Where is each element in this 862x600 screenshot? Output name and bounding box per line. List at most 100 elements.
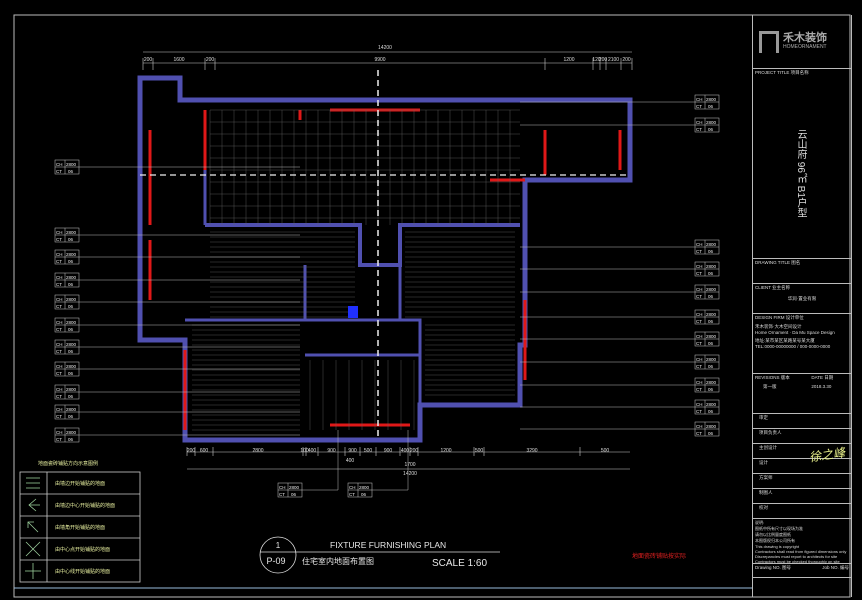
approval-label: 方案师 (759, 475, 773, 480)
top-dim-label: 200 (622, 57, 631, 63)
bottom-sub-dim: 400 (346, 458, 355, 464)
tag-ct-label: CT (56, 304, 62, 309)
tag-ct-value: 06 (68, 327, 74, 332)
top-dim-label: 1200 (563, 57, 574, 63)
x-cross-icon (25, 541, 41, 557)
tag-ct-value: 06 (708, 364, 714, 369)
tag-ct-label: CT (56, 437, 62, 442)
note-line: Discrepancies must report to architects … (755, 554, 838, 559)
approval-label: 制图人 (759, 490, 773, 495)
logo-name: 禾木装饰 (783, 32, 827, 44)
tag-ch-value: 2800 (66, 162, 77, 167)
tag-ch-label: CH (696, 97, 703, 102)
tag-ct-label: CT (56, 259, 62, 264)
tag-ch-label: CH (696, 357, 703, 362)
bottom-dim-label: 900 (327, 448, 336, 454)
approval-row: 制图人 (753, 489, 851, 504)
tag-ch-value: 2800 (706, 334, 717, 339)
note-line: Contractors shall read from figured dime… (755, 549, 847, 554)
tag-ct-value: 06 (68, 237, 74, 242)
tag-ch-label: CH (56, 320, 63, 325)
bottom-dim-label: 200 (410, 448, 419, 454)
design-firm-en: Home Ornament · Da Mu Space Design (755, 330, 835, 335)
note-line: 说明: (755, 520, 765, 525)
tag-ch-label: CH (696, 287, 703, 292)
approval-row: 主创设计徐之峰 (753, 444, 851, 464)
tag-ct-value: 06 (68, 169, 74, 174)
bottom-dim-label: 400 (308, 448, 317, 454)
tag-ch-label: CH (696, 312, 703, 317)
address: 地址:某市某区某路某号某大厦 (755, 338, 815, 343)
tag-ct-value: 06 (68, 371, 74, 376)
tag-ch-value: 2800 (706, 287, 717, 292)
bottom-dim-label: 600 (200, 448, 209, 454)
tag-ch-value: 2800 (359, 485, 370, 490)
bottom-dim-label: 200 (187, 448, 196, 454)
tag-ct-label: CT (696, 387, 702, 392)
approval-label: 项目负责人 (759, 430, 782, 435)
note-line: Contractors must be checked thoroughly o… (755, 559, 840, 564)
tag-ct-value: 06 (708, 387, 714, 392)
tag-ct-label: CT (56, 394, 62, 399)
drawing-title: 1 P-09 FIXTURE FURNISHING PLAN 住宅室内地面布置图… (259, 536, 686, 574)
tag-ct-label: CT (56, 414, 62, 419)
date-value: 2018.3.30 (811, 384, 832, 390)
legend-label: 由中心线开始铺贴的地面 (55, 568, 110, 575)
tag-ch-value: 2800 (66, 430, 77, 435)
legend: 地面瓷砖铺贴方向示意图例 由墙边开始铺贴的地面由墙边中心开始铺贴的地面由墙角开始… (19, 460, 141, 583)
tag-ch-label: CH (56, 342, 63, 347)
bottom-dim-label: 500 (601, 448, 610, 454)
bottom-total-dim: 14200 (403, 471, 417, 477)
bottom-dim-label: 3290 (526, 448, 537, 454)
tag-ct-label: CT (696, 271, 702, 276)
tag-ct-value: 06 (68, 259, 74, 264)
tag-ch-value: 2800 (706, 242, 717, 247)
tag-ch-label: CH (696, 402, 703, 407)
tag-ch-label: CH (56, 364, 63, 369)
client-value: 华润·置业有限 (787, 296, 817, 301)
top-dim-label: 1600 (173, 57, 184, 63)
floor-plan (137, 75, 633, 443)
index-sheet: P-09 (266, 556, 285, 566)
arrow-corner-icon (27, 521, 39, 533)
tag-ch-label: CH (56, 230, 63, 235)
tag-ch-value: 2800 (66, 320, 77, 325)
tag-ct-label: CT (56, 349, 62, 354)
tag-ch-label: CH (696, 424, 703, 429)
note-line: 请勿以比例量度图纸 (755, 532, 791, 537)
project-title-label: PROJECT TITLE 项目名称 (755, 70, 809, 75)
index-number: 1 (276, 541, 281, 550)
bottom-dim-label: 500 (364, 448, 373, 454)
tag-ch-value: 2800 (706, 264, 717, 269)
tag-ch-value: 2800 (66, 342, 77, 347)
tag-ct-value: 06 (291, 492, 297, 497)
tag-ct-value: 06 (68, 414, 74, 419)
tag-ct-label: CT (696, 104, 702, 109)
tag-ch-value: 2800 (66, 387, 77, 392)
tag-ct-value: 06 (708, 294, 714, 299)
arrow-left-icon (28, 498, 40, 512)
tag-ch-value: 2800 (66, 230, 77, 235)
client-label: CLIENT 业主名称 (755, 285, 791, 290)
tag-ct-label: CT (696, 249, 702, 254)
